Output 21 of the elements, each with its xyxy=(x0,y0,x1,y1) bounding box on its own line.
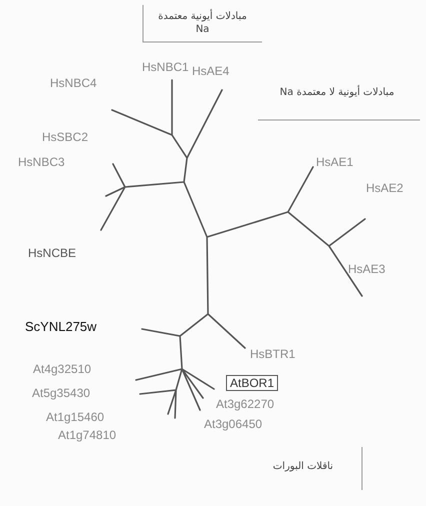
leaf-label: At3g06450 xyxy=(204,417,262,431)
group-label: مبادلات أيونية معتمدة Na xyxy=(157,10,248,36)
leaf-label: At1g15460 xyxy=(46,410,104,424)
leaf-label: At1g74810 xyxy=(58,428,116,442)
leaf-label: HsNBC3 xyxy=(18,155,65,169)
highlighted-leaf-label: AtBOR1 xyxy=(226,375,278,391)
group-label: مبادلات أيونية لا معتمدة Na xyxy=(278,86,396,99)
leaf-label: At5g35430 xyxy=(32,386,90,400)
leaf-label: HsAE2 xyxy=(366,181,404,195)
leaf-label: At3g62270 xyxy=(216,397,274,411)
leaf-label: At4g32510 xyxy=(33,362,92,376)
leaf-label: HsNBC1 xyxy=(142,60,189,74)
group-label: ناقلات البورات xyxy=(272,460,334,473)
leaf-label: HsBTR1 xyxy=(250,347,296,361)
leaf-label: HsNCBE xyxy=(28,246,76,260)
leaf-label: HsAE3 xyxy=(348,262,386,276)
leaf-label: HsNBC4 xyxy=(50,76,97,90)
leaf-label: ScYNL275w xyxy=(25,320,97,334)
leaf-label: HsAE1 xyxy=(316,155,354,169)
leaf-label: HsSBC2 xyxy=(42,130,88,144)
leaf-label: HsAE4 xyxy=(192,64,230,78)
